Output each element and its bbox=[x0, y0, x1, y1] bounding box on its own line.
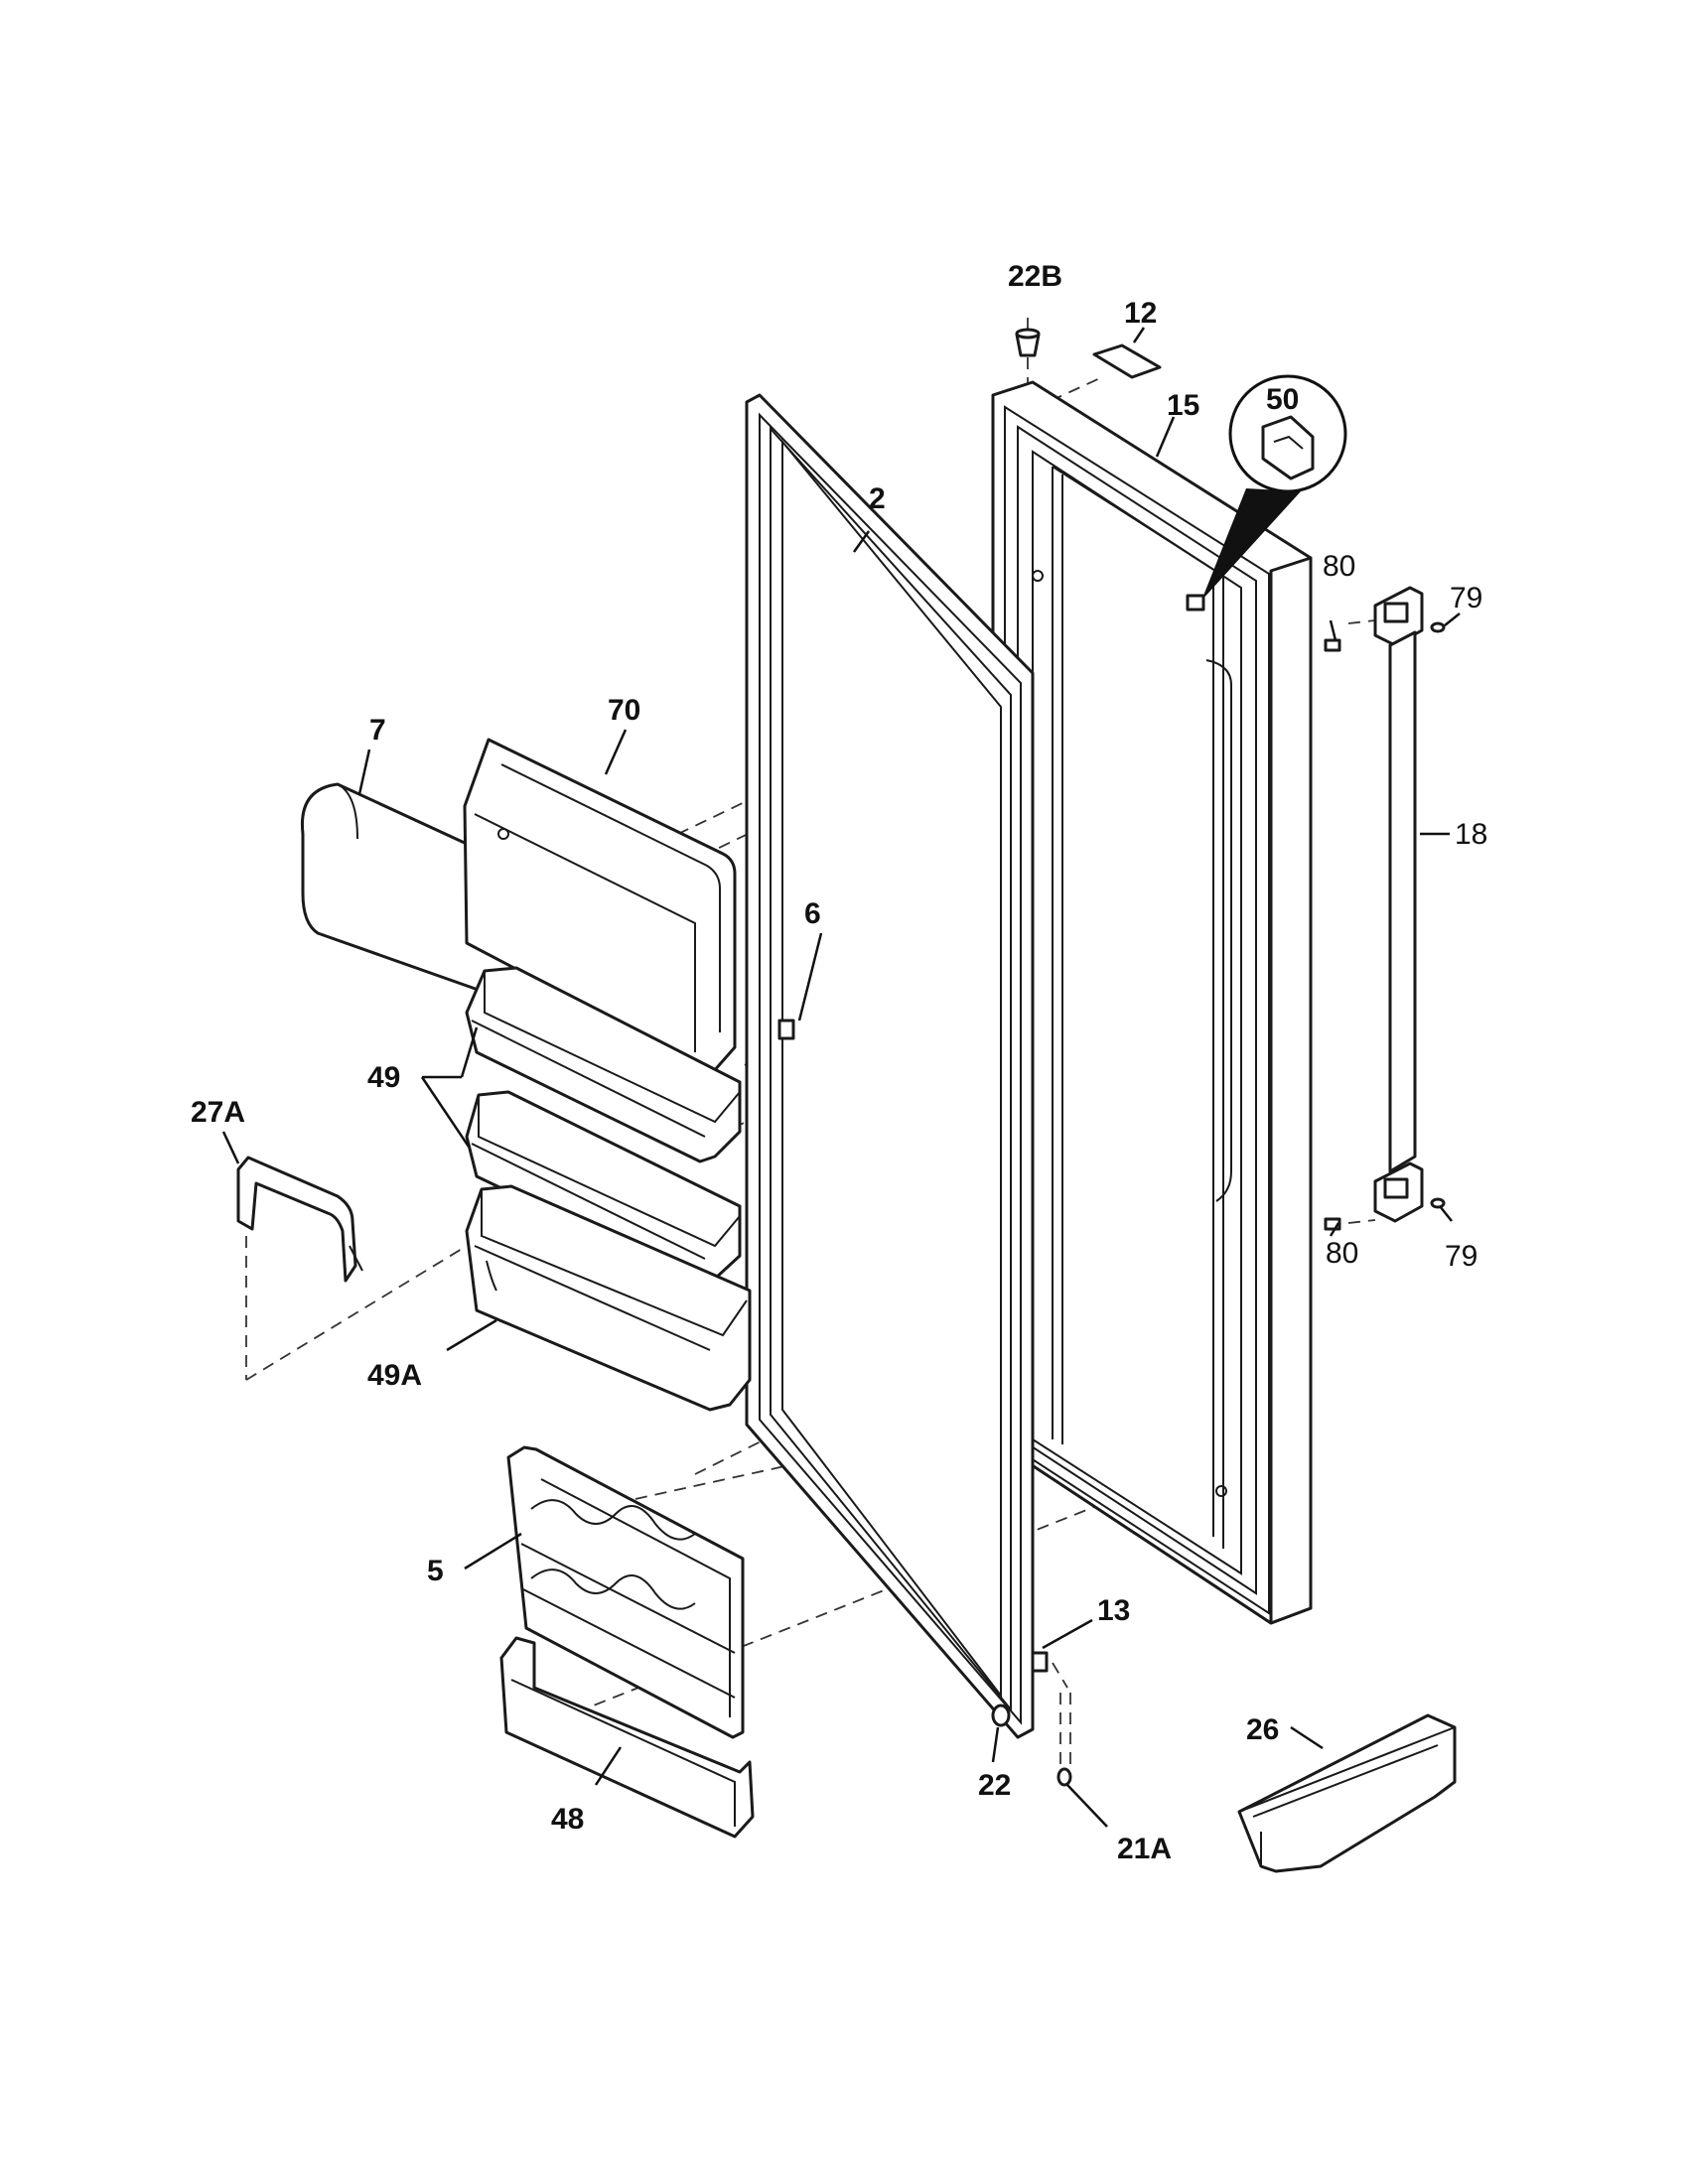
handle-fasteners bbox=[1324, 621, 1446, 1231]
callout-27a: 27A bbox=[191, 1096, 245, 1129]
hinge-clip-detail bbox=[1186, 374, 1347, 612]
callout-7: 7 bbox=[369, 714, 386, 747]
callout-48: 48 bbox=[551, 1803, 584, 1836]
door-handle bbox=[1373, 586, 1424, 1223]
callout-79-top: 79 bbox=[1450, 582, 1482, 614]
crisper-bin bbox=[1237, 1713, 1457, 1873]
dairy-compartment bbox=[463, 738, 737, 1074]
callout-12: 12 bbox=[1124, 297, 1157, 330]
door-rack bbox=[506, 1445, 745, 1739]
door-bin-large bbox=[465, 1184, 752, 1412]
callout-18: 18 bbox=[1455, 818, 1487, 851]
callout-2: 2 bbox=[869, 482, 886, 515]
callout-6: 6 bbox=[804, 897, 821, 930]
callout-22: 22 bbox=[978, 1769, 1011, 1802]
callout-5: 5 bbox=[427, 1555, 444, 1587]
callout-49: 49 bbox=[367, 1061, 400, 1094]
callout-50: 50 bbox=[1266, 383, 1299, 416]
leader-lines bbox=[221, 327, 1461, 1828]
door-bin-middle bbox=[465, 1090, 742, 1285]
door-shelf-bottom bbox=[499, 1636, 755, 1839]
door-bin-upper bbox=[465, 966, 742, 1163]
callout-80-top: 80 bbox=[1323, 550, 1355, 583]
fresh-food-door bbox=[991, 380, 1313, 1625]
callout-labels: 22B 12 15 50 2 80 79 7 70 18 6 49 27A 80… bbox=[191, 260, 1487, 1865]
callout-15: 15 bbox=[1167, 389, 1199, 422]
hinge-bushing-top bbox=[1015, 328, 1041, 357]
callout-70: 70 bbox=[608, 694, 640, 727]
gasket-clip bbox=[777, 1019, 795, 1040]
callout-49a: 49A bbox=[367, 1359, 422, 1392]
handle-trim bbox=[236, 1156, 363, 1283]
bottom-hinge-hardware bbox=[991, 1651, 1072, 1787]
callout-22b: 22B bbox=[1008, 260, 1062, 293]
callout-21a: 21A bbox=[1117, 1833, 1172, 1865]
callout-80-bottom: 80 bbox=[1326, 1237, 1358, 1270]
label-pad bbox=[1092, 343, 1162, 379]
door-gasket bbox=[745, 393, 1035, 1739]
callout-26: 26 bbox=[1246, 1713, 1279, 1746]
callout-79-bottom: 79 bbox=[1445, 1240, 1477, 1273]
callout-13: 13 bbox=[1097, 1594, 1130, 1627]
